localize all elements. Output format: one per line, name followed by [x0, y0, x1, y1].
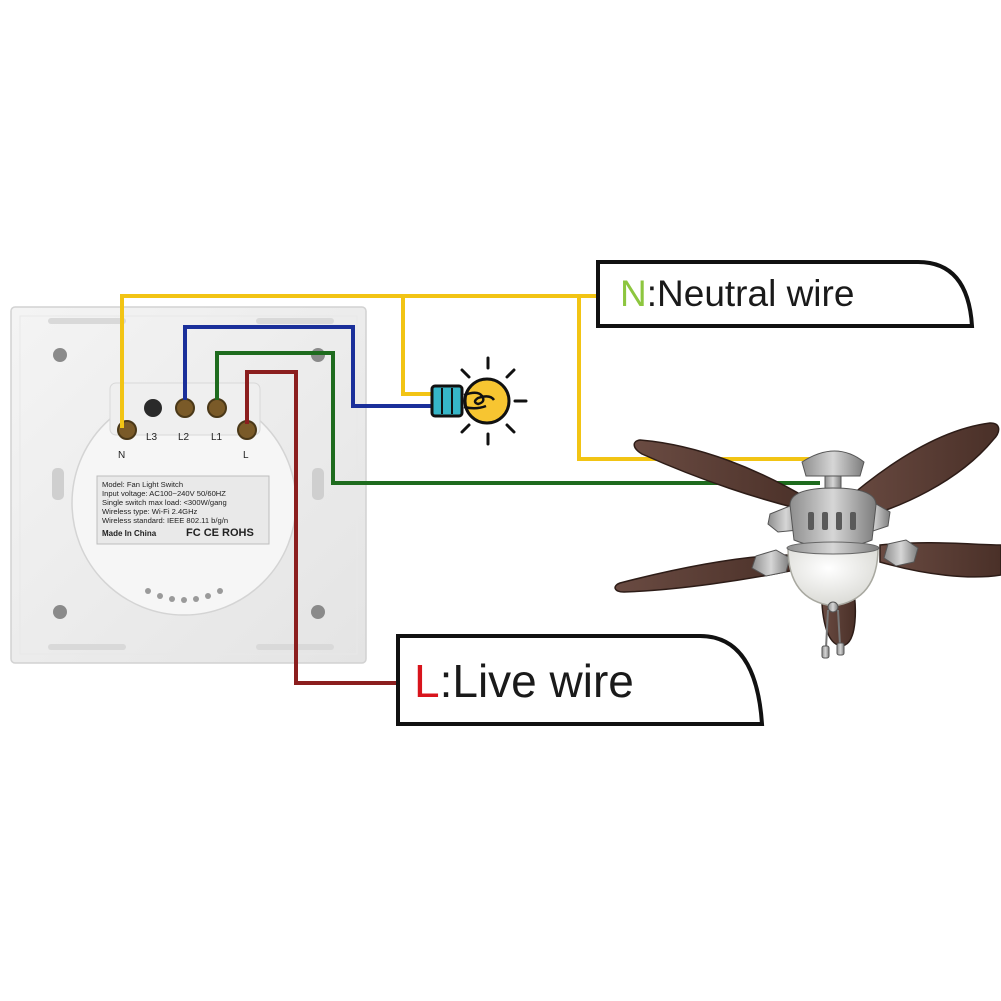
- wires: [120, 294, 820, 685]
- terminal-label-n: N: [118, 450, 125, 461]
- terminal-label-l1: L1: [211, 432, 223, 443]
- live-wire: [245, 370, 398, 685]
- neutral-wire: [120, 294, 598, 428]
- bulb-icon: [430, 356, 528, 446]
- neutral-label-text: Neutral wire: [657, 273, 854, 314]
- light-wire: [183, 325, 440, 408]
- neutral-wire-to-bulb: [401, 296, 440, 396]
- ceiling-fan-icon: [614, 422, 1001, 659]
- spec-sticker: Model: Fan Light Switch Input voltage: A…: [96, 475, 270, 545]
- spec-line-3: Single switch max load: <300W/gang: [102, 498, 227, 507]
- neutral-label-key: N: [620, 273, 647, 314]
- spec-line-1: Model: Fan Light Switch: [102, 480, 183, 489]
- live-label-key: L: [414, 655, 440, 707]
- live-label-text: Live wire: [452, 655, 634, 707]
- live-wire-label: L:Live wire: [396, 634, 765, 726]
- neutral-wire-to-fan: [577, 296, 820, 461]
- terminal-label-l: L: [243, 450, 249, 461]
- spec-line-2: Input voltage: AC100~240V 50/60HZ: [102, 489, 226, 498]
- spec-line-4: Wireless type: Wi-Fi 2.4GHz: [102, 507, 198, 516]
- spec-line-5: Wireless standard: IEEE 802.11 b/g/n: [102, 516, 228, 525]
- terminal-label-l3: L3: [146, 432, 158, 443]
- neutral-label-sep: :: [647, 273, 657, 314]
- terminal-label-l2: L2: [178, 432, 190, 443]
- svg-text:L:Live wire: L:Live wire: [414, 655, 634, 707]
- certification-marks: FC CE ROHS: [186, 527, 254, 539]
- spec-line-6: Made In China: [102, 529, 157, 538]
- svg-text:N:Neutral wire: N:Neutral wire: [620, 273, 854, 314]
- neutral-wire-label: N:Neutral wire: [596, 260, 975, 328]
- fan-wire: [215, 351, 820, 485]
- live-label-sep: :: [440, 655, 453, 707]
